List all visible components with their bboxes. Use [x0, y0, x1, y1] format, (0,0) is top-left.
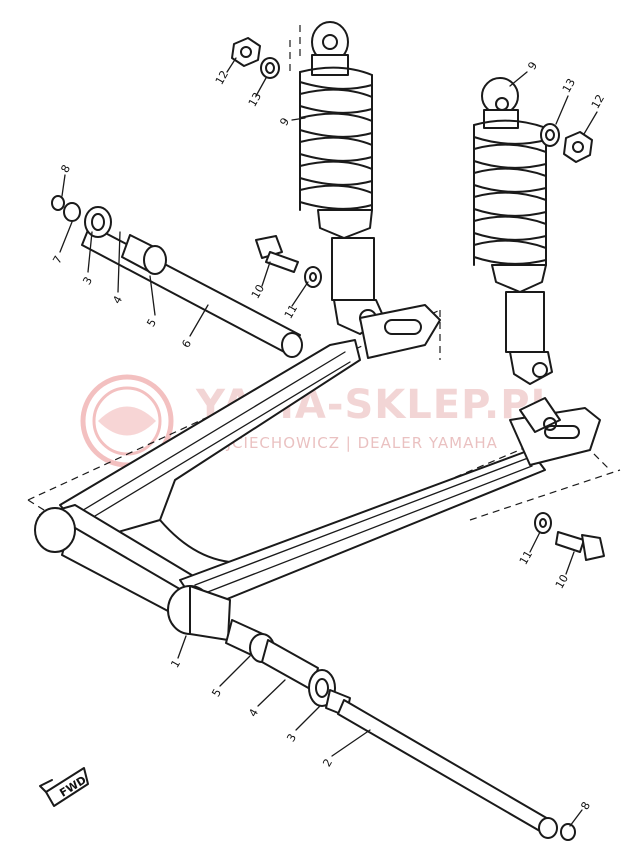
callout-12-left: 12	[213, 68, 231, 87]
shock-absorber-right	[473, 77, 553, 385]
callout-3-upper: 3	[80, 275, 95, 288]
bolt-lower	[534, 512, 605, 561]
callout-5-lower: 5	[209, 687, 224, 700]
callout-6: 6	[179, 338, 194, 351]
callout-1: 1	[168, 658, 183, 671]
forward-direction-badge: FWD	[39, 767, 89, 807]
shock-spring-left	[299, 66, 373, 211]
callout-9-right: 9	[525, 60, 540, 73]
callout-7: 7	[50, 254, 65, 267]
shock-spring-right	[473, 119, 547, 266]
callout-4-upper: 4	[110, 294, 125, 307]
nut-washer-right	[540, 123, 593, 163]
leader-lines	[59, 57, 598, 827]
pivot-shaft-lower	[225, 619, 576, 841]
callout-5-upper: 5	[144, 317, 159, 330]
bolt-upper	[255, 235, 322, 288]
callout-8-lower: 8	[578, 800, 593, 813]
callout-10-upper: 10	[249, 282, 267, 301]
callout-8-upper: 8	[58, 163, 73, 176]
callout-9-left: 9	[277, 116, 292, 129]
nut-washer-left	[231, 37, 280, 79]
callout-13-left: 13	[246, 90, 264, 109]
swing-arm	[34, 304, 601, 641]
pivot-sleeve-upper	[51, 195, 303, 358]
callout-10-lower: 10	[553, 572, 571, 591]
watermark-tagline: WOJCIECHOWICZ | DEALER YAMAHA	[198, 434, 498, 452]
callout-11-upper: 11	[282, 302, 300, 321]
callout-3-lower: 3	[284, 732, 299, 745]
callout-12-right: 12	[589, 92, 607, 111]
callout-4-lower: 4	[246, 707, 261, 720]
callout-2: 2	[320, 757, 335, 770]
callout-13-right: 13	[560, 76, 578, 95]
callout-11-lower: 11	[517, 548, 535, 567]
